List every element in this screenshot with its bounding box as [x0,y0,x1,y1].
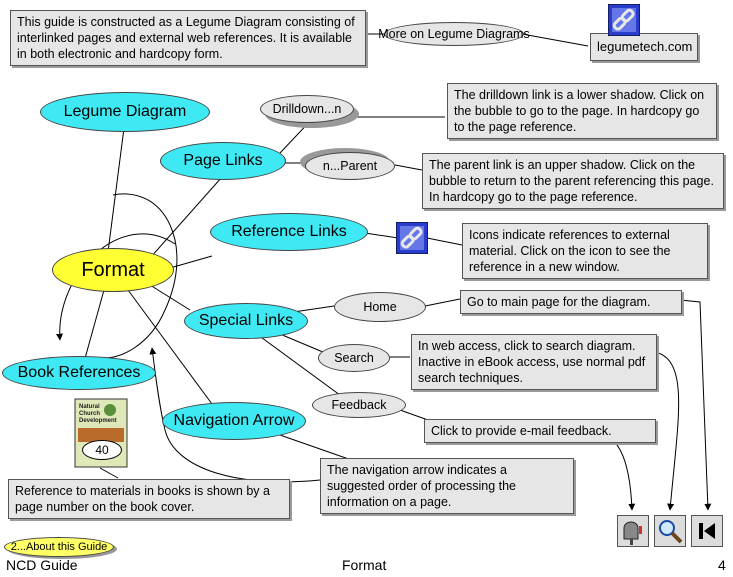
footer-page-number: 4 [718,557,726,573]
skip-to-start-icon[interactable] [691,515,723,547]
link-book-desc [99,467,119,479]
link-home-desc [424,298,461,307]
special-links-bubble: Special Links [184,303,308,339]
icons-desc-box: Icons indicate references to external ma… [462,223,708,279]
link-format-nav [127,289,213,405]
book-title: Natural Church Development [79,404,117,424]
reference-links-bubble[interactable]: Reference Links [210,213,368,251]
link-more-legumetech [521,33,589,47]
book-desc-box: Reference to materials in books is shown… [8,479,290,519]
home-arrow [679,299,712,511]
book-page-number: 40 [82,440,122,460]
footer-left: NCD Guide [6,557,78,573]
book-references-bubble[interactable]: Book References [2,356,156,390]
drilldown-bubble[interactable]: Drilldown...n [260,95,354,123]
link-special-feedback [253,331,345,399]
navigation-arrow-bubble: Navigation Arrow [162,402,306,440]
parent-bubble[interactable]: n...Parent [305,152,395,180]
book-cover[interactable]: Natural Church Development 40 [74,398,128,468]
legumetech-box[interactable]: legumetech.com [590,33,698,61]
link-format-book [83,289,105,363]
nav-desc-box: The navigation arrow indicates a suggest… [320,458,574,514]
link-parent-desc [394,164,423,171]
magnifier-icon[interactable] [654,515,686,547]
circle-arc [99,193,178,359]
link-format-pagelinks [149,167,231,259]
footer-center: Format [342,557,387,573]
feedback-bubble[interactable]: Feedback [312,392,406,418]
link-reflinks-icon [364,232,399,239]
feedback-desc-box: Click to provide e-mail feedback. [424,419,656,443]
chain-link-icon[interactable] [395,221,429,259]
mailbox-icon[interactable] [617,515,649,547]
link-format-legume [107,127,125,253]
home-desc-box: Go to main page for the diagram. [460,290,682,314]
chain-link-icon[interactable] [607,3,641,41]
link-icon-desc [426,237,463,246]
search-bubble[interactable]: Search [318,344,390,372]
page-links-bubble[interactable]: Page Links [160,142,286,180]
home-bubble[interactable]: Home [334,292,426,322]
parent-desc-box: The parent link is an upper shadow. Clic… [422,153,724,209]
drilldown-desc-box: The drilldown link is a lower shadow. Cl… [447,83,717,139]
intro-box: This guide is constructed as a Legume Di… [10,10,366,66]
about-guide-bubble[interactable]: 2...About this Guide [4,537,114,557]
format-bubble: Format [52,248,174,292]
more-legume-bubble[interactable]: More on Legume Diagrams [378,22,530,46]
link-feedback-desc [399,409,429,421]
search-arrow [654,351,680,511]
legume-diagram-bubble[interactable]: Legume Diagram [40,92,210,132]
search-desc-box: In web access, click to search diagram. … [411,334,657,390]
